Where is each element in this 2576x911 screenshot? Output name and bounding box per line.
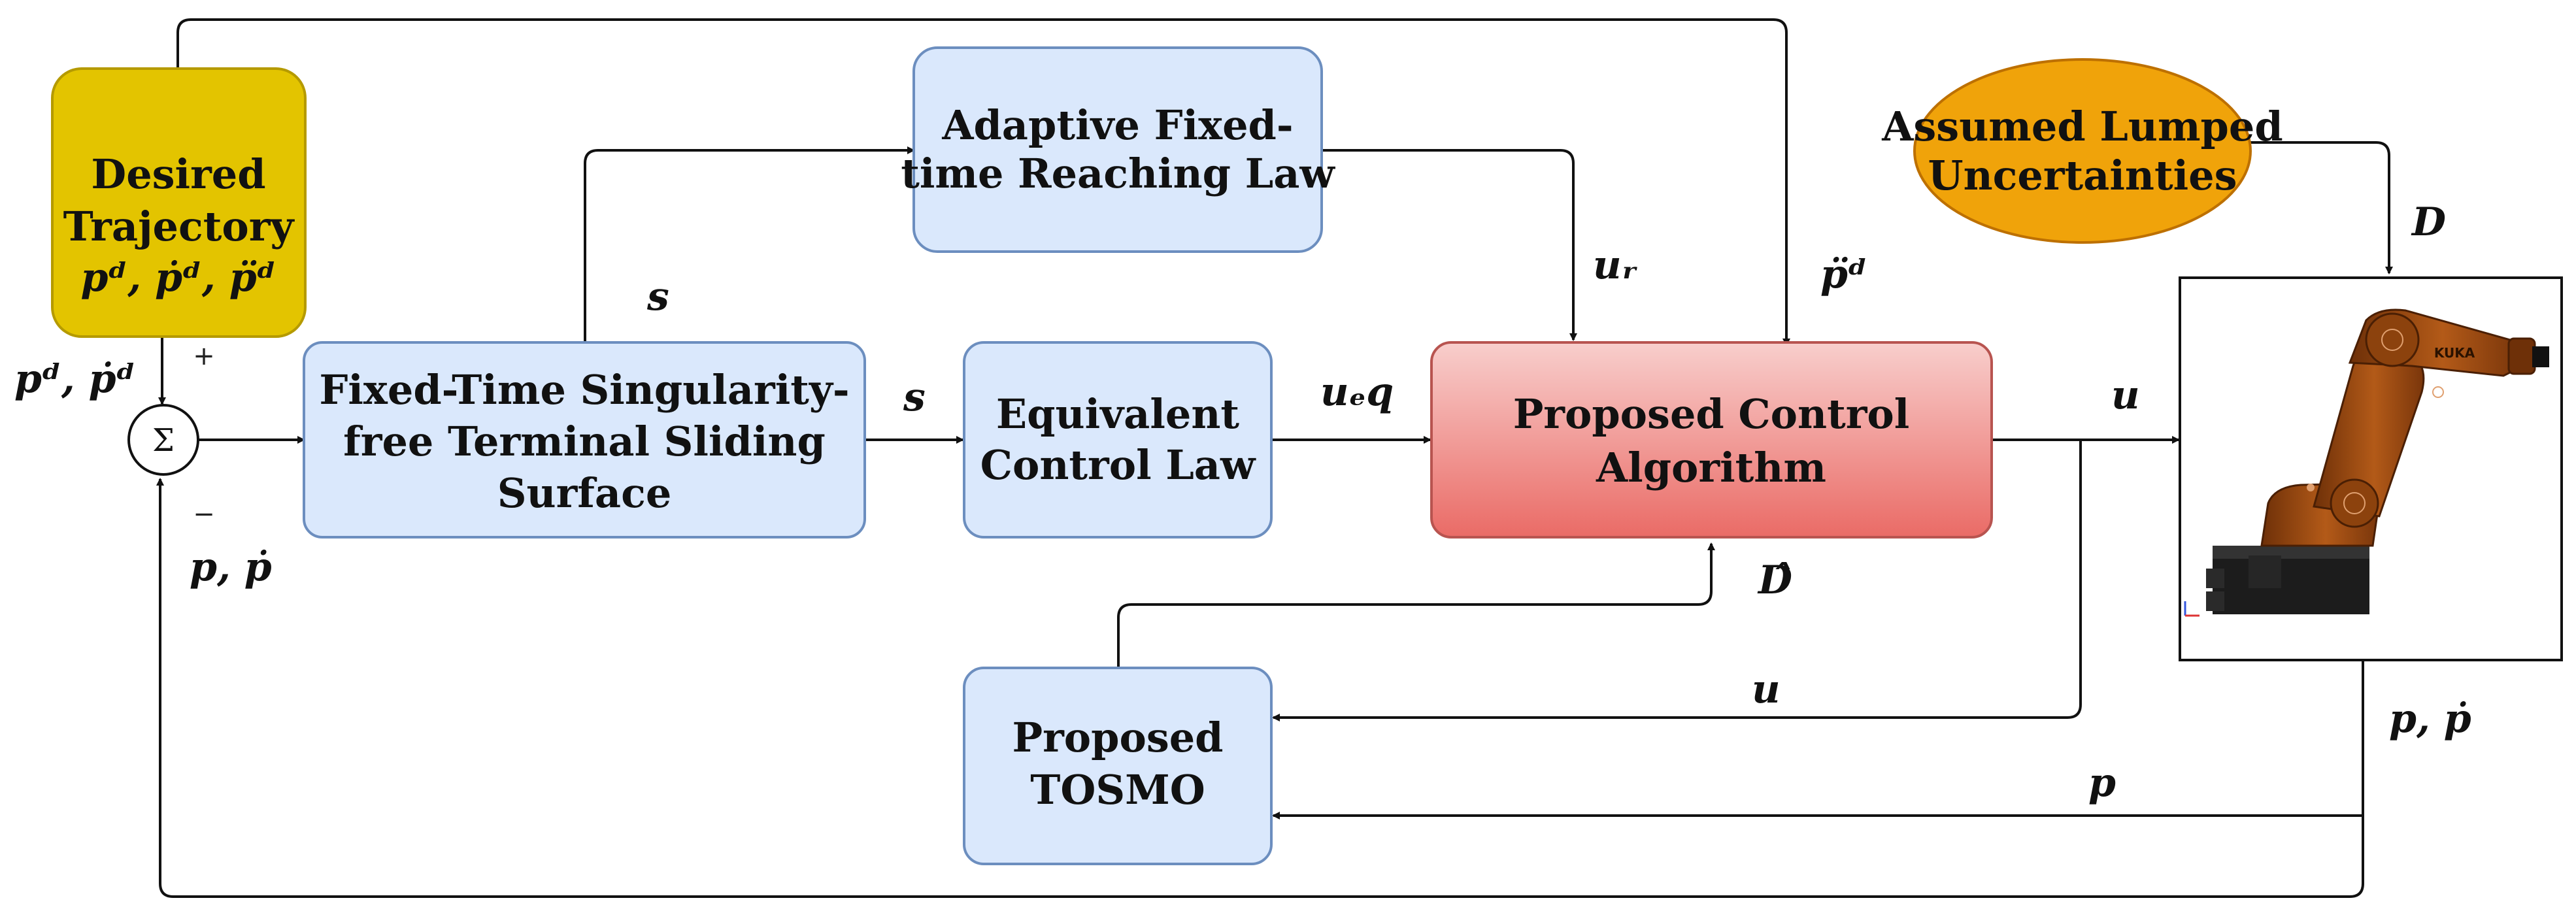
reaching-line2: time Reaching Law bbox=[901, 150, 1335, 197]
uncertainties-ellipse: Assumed Lumped Uncertainties bbox=[1881, 58, 2283, 244]
equivalent-line1: Equivalent bbox=[996, 390, 1240, 438]
label-d-disturbance: 𝑫 bbox=[2411, 199, 2446, 245]
signal-labels: 𝒑ᵈ, 𝒑̇ᵈ 𝒑, 𝒑̇ 𝒔 𝒔 𝒖ᵣ 𝒑̈ᵈ 𝒖ₑq 𝒖 𝑫̂ 𝒖 𝒑 𝒑,… bbox=[14, 199, 2471, 806]
plus-sign: + bbox=[193, 341, 215, 371]
label-p-feedback: 𝒑 bbox=[2088, 760, 2116, 806]
wire-p-to-tosmo bbox=[1272, 660, 2364, 820]
control-line2: Algorithm bbox=[1596, 444, 1826, 491]
wire-feedback-to-sum bbox=[156, 478, 2364, 898]
proposed-control-block: Proposed Control Algorithm bbox=[1430, 341, 1993, 538]
desired-line1: Desired bbox=[91, 150, 265, 198]
label-d-hat: 𝑫̂ bbox=[1757, 557, 1792, 603]
wire-reaching-to-control bbox=[1322, 149, 1577, 341]
tosmo-block: Proposed TOSMO bbox=[963, 667, 1273, 865]
reaching-line1: Adaptive Fixed- bbox=[941, 101, 1293, 149]
equivalent-control-block: Equivalent Control Law bbox=[963, 341, 1273, 538]
wire-surface-to-reaching bbox=[584, 146, 915, 342]
surface-line3: Surface bbox=[497, 469, 672, 517]
robot-brand-label: KUKA bbox=[2434, 345, 2475, 361]
summing-junction: Σ + − bbox=[127, 341, 215, 529]
connectors bbox=[156, 18, 2393, 898]
robot-arm-image: KUKA bbox=[2184, 308, 2549, 617]
desired-line3: 𝒑ᵈ, 𝒑̇ᵈ, 𝒑̈ᵈ bbox=[80, 255, 276, 301]
label-pd-pdotd: 𝒑ᵈ, 𝒑̇ᵈ bbox=[14, 356, 135, 402]
wire-tosmo-to-control bbox=[1117, 542, 1715, 668]
tosmo-line2: TOSMO bbox=[1030, 766, 1205, 814]
desired-line2: Trajectory bbox=[63, 203, 295, 250]
label-p-pdot-out: 𝒑, 𝒑̇ bbox=[2389, 696, 2471, 742]
surface-line2: free Terminal Sliding bbox=[343, 418, 826, 465]
minus-sign: − bbox=[193, 499, 215, 529]
equivalent-line2: Control Law bbox=[980, 441, 1256, 489]
uncertainty-line1: Assumed Lumped bbox=[1881, 103, 2283, 150]
label-u-r: 𝒖ᵣ bbox=[1593, 242, 1638, 288]
wire-uncertainty-to-robot bbox=[2250, 141, 2393, 274]
robot-plant: KUKA bbox=[2179, 276, 2563, 661]
label-u-eq: 𝒖ₑq bbox=[1320, 369, 1394, 415]
label-s-upper: 𝒔 bbox=[646, 274, 669, 320]
sum-symbol: Σ bbox=[152, 422, 175, 459]
tosmo-line1: Proposed bbox=[1012, 714, 1223, 761]
label-s-right: 𝒔 bbox=[903, 374, 926, 420]
label-u-out: 𝒖 bbox=[2111, 373, 2140, 418]
surface-line1: Fixed-Time Singularity- bbox=[319, 366, 849, 414]
wire-desired-to-control-top bbox=[176, 18, 1790, 346]
label-u-feedback: 𝒖 bbox=[1752, 667, 1781, 712]
desired-trajectory-block: Desired Trajectory 𝒑ᵈ, 𝒑̇ᵈ, 𝒑̈ᵈ bbox=[51, 67, 307, 338]
control-line1: Proposed Control bbox=[1513, 390, 1910, 438]
label-p-pdot-feedback: 𝒑, 𝒑̇ bbox=[190, 544, 272, 590]
wire-u-to-tosmo bbox=[1272, 440, 2082, 721]
label-pddot-d: 𝒑̈ᵈ bbox=[1820, 252, 1867, 297]
sliding-surface-block: Fixed-Time Singularity- free Terminal Sl… bbox=[303, 341, 866, 538]
uncertainty-line2: Uncertainties bbox=[1928, 152, 2237, 199]
reaching-law-block: Adaptive Fixed- time Reaching Law bbox=[901, 46, 1335, 253]
sum-circle bbox=[127, 404, 199, 476]
